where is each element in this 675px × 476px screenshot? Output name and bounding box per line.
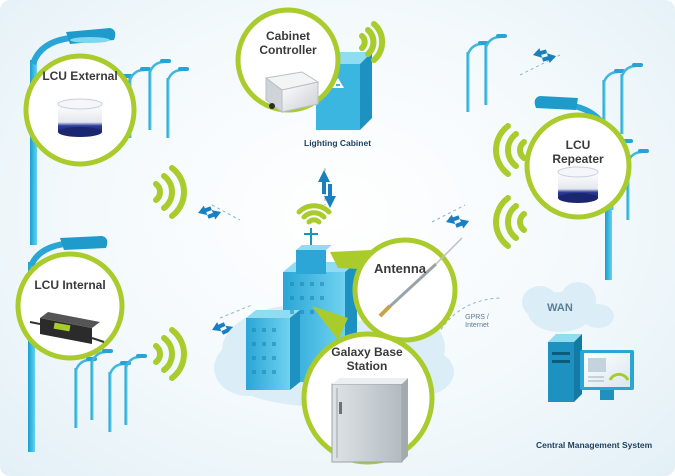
wifi-signals: [153, 21, 527, 381]
wan-cloud: [522, 282, 614, 332]
cabinet-controller-box: [264, 71, 320, 113]
lcu-repeater-lamp: [557, 166, 599, 203]
galaxy-base-station-label: Galaxy Base Station: [331, 345, 403, 373]
antenna-label: Antenna: [374, 261, 426, 276]
lcu-repeater-label: LCU Repeater: [552, 138, 604, 166]
lighting-cabinet-caption: Lighting Cabinet: [304, 138, 372, 148]
lcu-internal-label: LCU Internal: [34, 278, 106, 292]
lamp-pole-lcu-internal: [28, 236, 108, 452]
central-management-computer: [548, 334, 634, 402]
gprs-internet-label: GPRS / Internet: [465, 314, 489, 329]
cabinet-controller-label: Cabinet Controller: [259, 29, 317, 57]
arrow-left-top: [196, 200, 223, 225]
lcu-external-label: LCU External: [42, 69, 118, 83]
arrow-cabinet-vertical: [318, 170, 336, 208]
lcu-external-lamp: [57, 98, 103, 137]
lcu-internal-device: [29, 312, 105, 344]
streetlight-cluster-left-bottom: [73, 347, 149, 434]
arrow-right-top: [531, 44, 558, 67]
wan-label: WAN: [547, 302, 573, 314]
antenna-rod: [378, 237, 463, 318]
central-management-system-caption: Central Management System: [536, 440, 653, 450]
lamp-pole-lcu-external: [30, 28, 116, 245]
galaxy-base-station-cabinet: [331, 378, 408, 463]
